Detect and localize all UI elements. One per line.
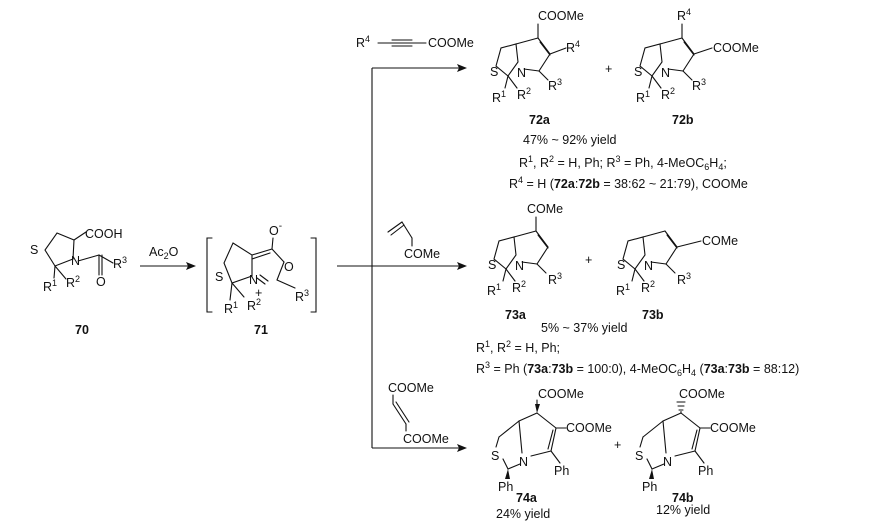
sm-r2: R2 <box>66 274 80 290</box>
72b-n: N <box>661 66 670 80</box>
compound-73b: COMe S N R3 R1 R2 73b <box>616 230 738 322</box>
inter-o: O <box>284 260 294 274</box>
inter-plus: + <box>255 286 262 300</box>
74b-right-ester: COOMe <box>710 421 756 435</box>
72a-s: S <box>490 65 498 79</box>
plus-72: + <box>605 62 612 76</box>
74a-n: N <box>519 455 528 469</box>
sm-s: S <box>30 243 38 257</box>
74b-ph-right: Ph <box>698 464 713 478</box>
reagent-maleate: COOMe COOMe <box>388 381 449 446</box>
inter-r1: R1 <box>224 300 238 316</box>
73a-ketone: COMe <box>527 202 563 216</box>
compound-72a: COOMe S N R4 R3 R1 R2 72a <box>490 9 584 127</box>
73b-r2: R2 <box>641 279 655 295</box>
72b-r3: R3 <box>692 77 706 93</box>
inter-o-minus: O- <box>269 221 282 238</box>
72a-r1: R1 <box>492 89 506 105</box>
sm-cooh: COOH <box>85 227 123 241</box>
conditions-72-line1: R1, R2 = H, Ph; R3 = Ph, 4-MeOC6H4; <box>519 154 727 172</box>
maleate-bottom-ester: COOMe <box>403 432 449 446</box>
72a-n: N <box>517 66 526 80</box>
74a-right-ester: COOMe <box>566 421 612 435</box>
compound-number-74a: 74a <box>516 491 538 505</box>
inter-n: N <box>249 273 258 287</box>
plus-74: + <box>614 438 621 452</box>
maleate-top-ester: COOMe <box>388 381 434 395</box>
compound-73a: COMe S N R3 R1 R2 73a <box>487 202 563 322</box>
sm-o: O <box>96 275 106 289</box>
enone-ketone: COMe <box>404 247 440 261</box>
72b-r4: R4 <box>677 7 691 23</box>
74b-top-ester: COOMe <box>679 387 725 401</box>
74a-top-ester: COOMe <box>538 387 584 401</box>
74a-s: S <box>491 449 499 463</box>
compound-number-72b: 72b <box>672 113 694 127</box>
intermediate-71: O- S N + O R3 R1 R2 71 <box>206 221 317 337</box>
73a-s: S <box>488 258 496 272</box>
compound-70: COOH S N O R3 R1 R2 70 <box>30 227 127 337</box>
conditions-73-line2: R3 = Ph (73a:73b = 100:0), 4-MeOC6H4 (73… <box>476 360 799 378</box>
compound-number-74b: 74b <box>672 491 694 505</box>
compound-number-73a: 73a <box>505 308 527 322</box>
yield-73: 5% ~ 37% yield <box>541 321 628 335</box>
74b-n: N <box>663 455 672 469</box>
compound-number-70: 70 <box>75 323 89 337</box>
sm-n: N <box>71 254 80 268</box>
yield-72: 47% ~ 92% yield <box>523 133 617 147</box>
72b-s: S <box>634 65 642 79</box>
yield-74a: 24% yield <box>496 507 550 521</box>
inter-r2: R2 <box>247 297 261 313</box>
branch-arrows <box>337 64 467 452</box>
74b-ph-bottom: Ph <box>642 480 657 494</box>
73b-s: S <box>617 258 625 272</box>
73b-ketone: COMe <box>702 234 738 248</box>
73b-r1: R1 <box>616 282 630 298</box>
compound-number-72a: 72a <box>529 113 551 127</box>
reagent-enone: COMe <box>387 221 440 261</box>
inter-s: S <box>215 270 223 284</box>
ac2o-arrow: Ac2O <box>140 245 196 270</box>
reagent-ac2o: Ac2O <box>149 245 179 261</box>
73a-r2: R2 <box>512 279 526 295</box>
74a-ph-right: Ph <box>554 464 569 478</box>
inter-r3: R3 <box>295 288 309 304</box>
sm-r3: R3 <box>113 255 127 271</box>
72a-r3: R3 <box>548 77 562 93</box>
yield-74b: 12% yield <box>656 503 710 517</box>
conditions-72-line2: R4 = H (72a:72b = 38:62 ~ 21:79), COOMe <box>509 175 748 191</box>
74a-ph-bottom: Ph <box>498 480 513 494</box>
73a-r3: R3 <box>548 271 562 287</box>
alkyne-ester: COOMe <box>428 36 474 50</box>
72a-ester: COOMe <box>538 9 584 23</box>
reagent-alkyne: R4 COOMe <box>356 34 474 50</box>
73b-r3: R3 <box>677 271 691 287</box>
72a-r4: R4 <box>566 39 580 55</box>
72b-r1: R1 <box>636 89 650 105</box>
compound-number-71: 71 <box>254 323 268 337</box>
alkyne-r4: R4 <box>356 34 370 50</box>
73a-r1: R1 <box>487 282 501 298</box>
compound-72b: R4 COOMe S N R3 R1 R2 72b <box>634 7 759 127</box>
73a-n: N <box>515 259 524 273</box>
conditions-73-line1: R1, R2 = H, Ph; <box>476 339 560 355</box>
sm-r1: R1 <box>43 278 57 294</box>
compound-number-73b: 73b <box>642 308 664 322</box>
plus-73: + <box>585 253 592 267</box>
compound-74a: COOMe COOMe S N Ph Ph 74a <box>491 387 612 505</box>
72a-r2: R2 <box>517 86 531 102</box>
74b-s: S <box>635 449 643 463</box>
72b-r2: R2 <box>661 86 675 102</box>
73b-n: N <box>644 259 653 273</box>
72b-ester: COOMe <box>713 41 759 55</box>
compound-74b: COOMe COOMe S N Ph Ph 74b <box>635 387 756 505</box>
